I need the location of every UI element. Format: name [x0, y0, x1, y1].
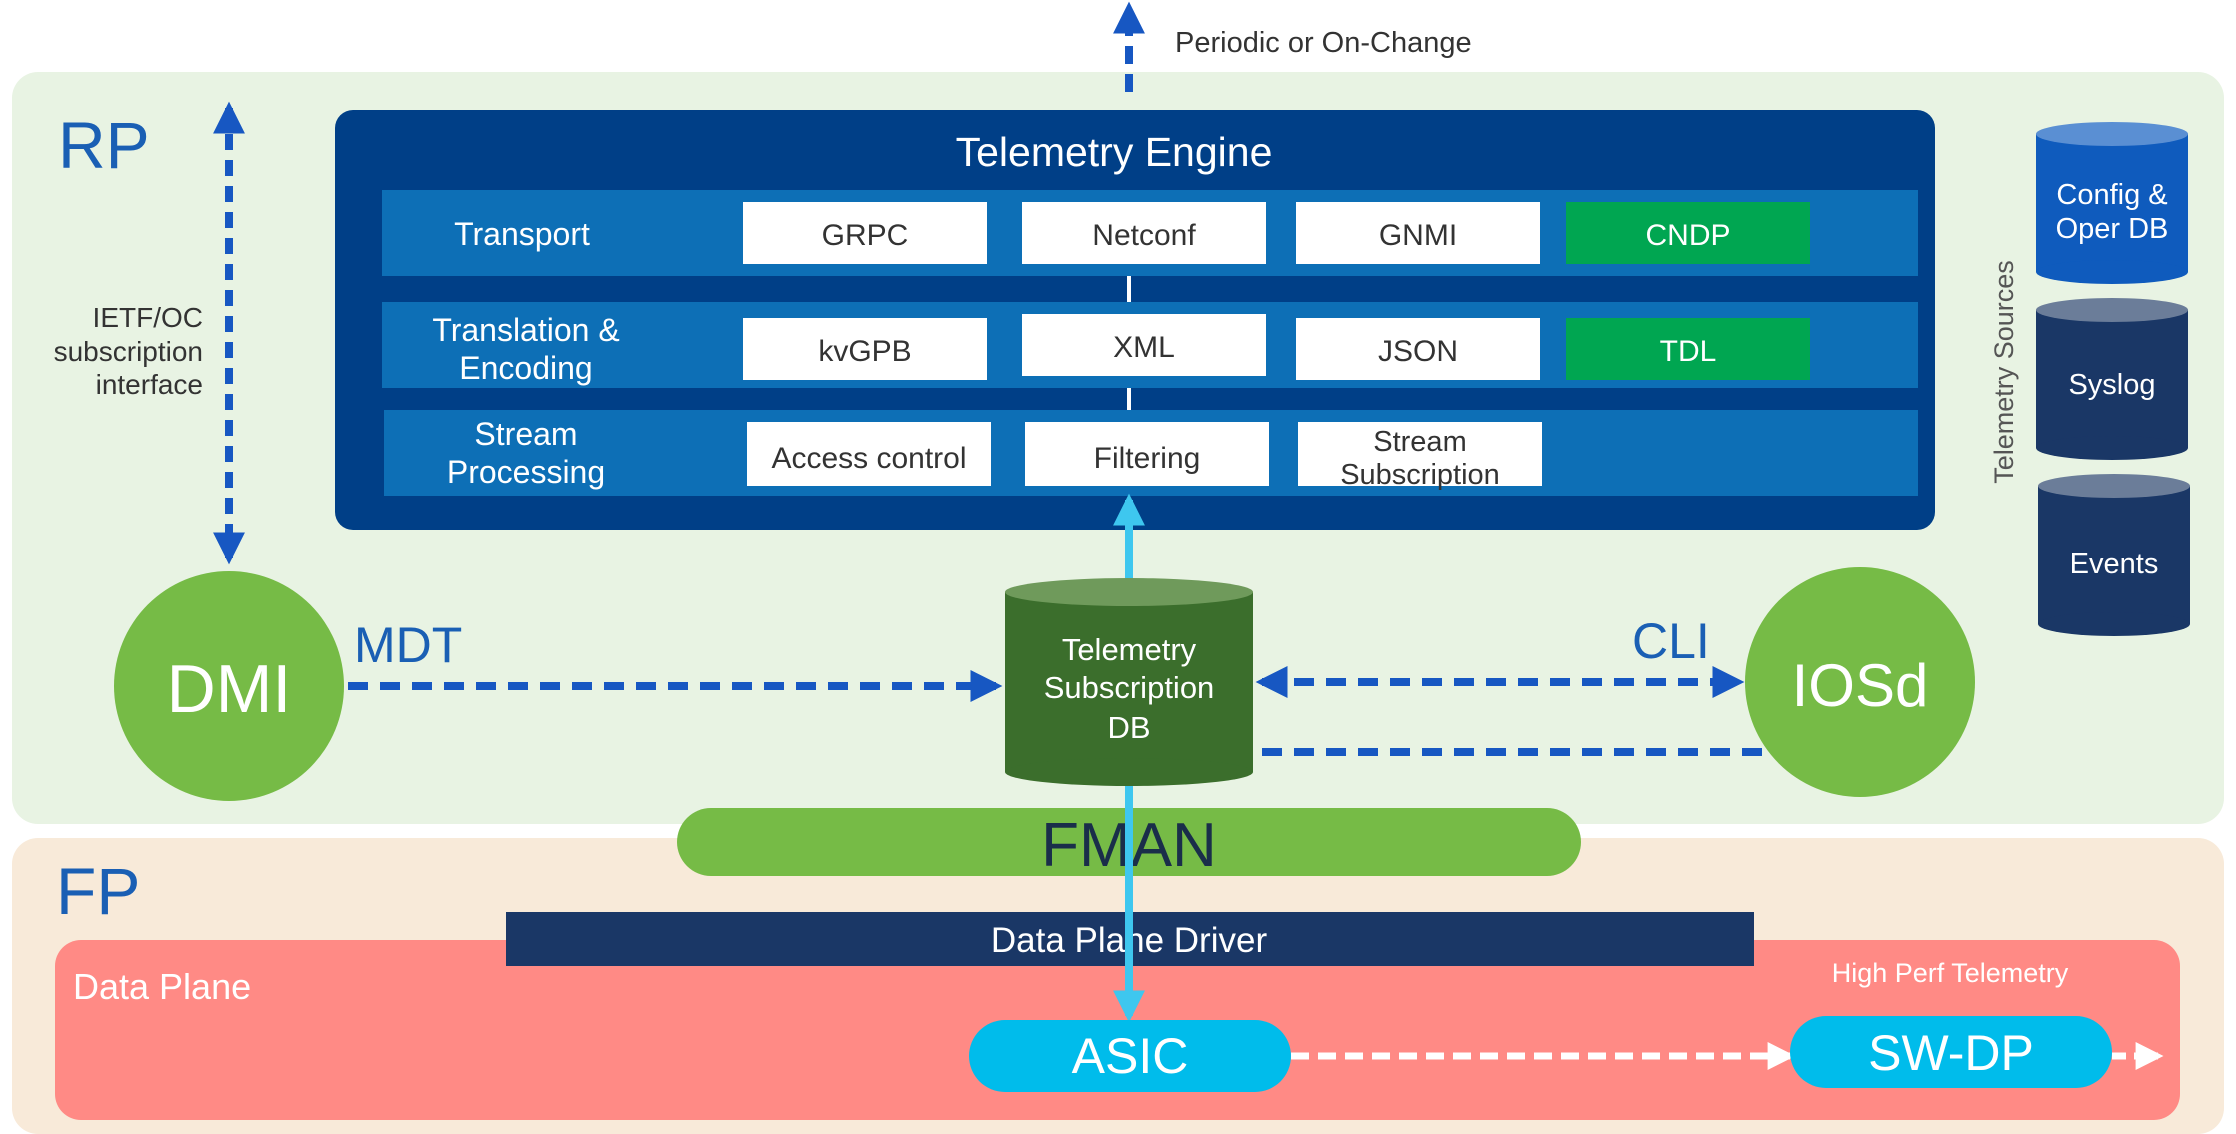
subscription-interface-line2: subscription	[54, 336, 203, 367]
filtering-box	[1025, 422, 1269, 486]
telemetry-engine-title: Telemetry Engine	[956, 129, 1273, 175]
syslog-cylinder	[2036, 298, 2188, 460]
stream-subscription-label-line2: Subscription	[1340, 459, 1500, 491]
config-oper-db-line2: Oper DB	[2056, 213, 2169, 245]
swdp-label: SW-DP	[1868, 1025, 2034, 1081]
access-control-label: Access control	[771, 442, 966, 475]
stream-processing-label-line1: Stream	[474, 416, 577, 452]
stream-subscription-box	[1298, 422, 1542, 486]
netconf-box	[1022, 202, 1266, 264]
swdp-node	[1790, 1016, 2112, 1088]
dmi-label: DMI	[167, 651, 292, 727]
stream-processing-label-line2: Processing	[447, 454, 605, 490]
rp-label: RP	[58, 108, 150, 182]
events-cylinder	[2038, 474, 2190, 636]
cndp-box	[1566, 202, 1810, 264]
events-label: Events	[2070, 548, 2159, 580]
grpc-label: GRPC	[822, 219, 909, 252]
kvgpb-label: kvGPB	[818, 335, 911, 368]
fp-label: FP	[56, 854, 140, 928]
telemetry-sources-label: Telemetry Sources	[1989, 260, 2019, 484]
subscription-db-line2: Subscription	[1044, 670, 1215, 705]
high-perf-telemetry-label: High Perf Telemetry	[1832, 958, 2069, 988]
xml-box	[1022, 314, 1266, 376]
kvgpb-box	[743, 318, 987, 380]
cndp-label: CNDP	[1645, 219, 1730, 252]
translation-label-line1: Translation &	[432, 312, 619, 348]
json-label: JSON	[1378, 335, 1458, 368]
subscription-interface-line1: IETF/OC	[93, 302, 203, 333]
json-box	[1296, 318, 1540, 380]
stream-subscription-label-line1: Stream	[1373, 426, 1466, 458]
periodic-label: Periodic or On-Change	[1175, 27, 1472, 59]
iosd-label: IOSd	[1792, 652, 1929, 719]
gnmi-label: GNMI	[1379, 219, 1457, 252]
filtering-label: Filtering	[1094, 442, 1201, 475]
tdl-label: TDL	[1660, 335, 1717, 368]
mdt-label: MDT	[354, 617, 462, 673]
iosd-node	[1745, 567, 1975, 797]
subscription-interface-line3: interface	[96, 369, 203, 400]
dmi-node	[114, 571, 344, 801]
config-oper-db-line1: Config &	[2056, 179, 2167, 211]
asic-label: ASIC	[1072, 1028, 1189, 1084]
config-oper-db-cylinder	[2036, 122, 2188, 284]
data-plane-label: Data Plane	[73, 966, 251, 1007]
tdl-box	[1566, 318, 1810, 380]
translation-label-line2: Encoding	[459, 350, 592, 386]
subscription-db-cylinder	[1005, 578, 1253, 786]
grpc-box	[743, 202, 987, 264]
syslog-label: Syslog	[2068, 369, 2155, 401]
asic-node	[969, 1020, 1291, 1092]
subscription-db-line3: DB	[1107, 710, 1150, 745]
gnmi-box	[1296, 202, 1540, 264]
subscription-db-line1: Telemetry	[1062, 632, 1197, 667]
transport-label: Transport	[454, 216, 590, 252]
xml-label: XML	[1113, 331, 1175, 364]
cli-label: CLI	[1632, 613, 1710, 669]
netconf-label: Netconf	[1092, 219, 1196, 252]
access-control-box	[747, 422, 991, 486]
